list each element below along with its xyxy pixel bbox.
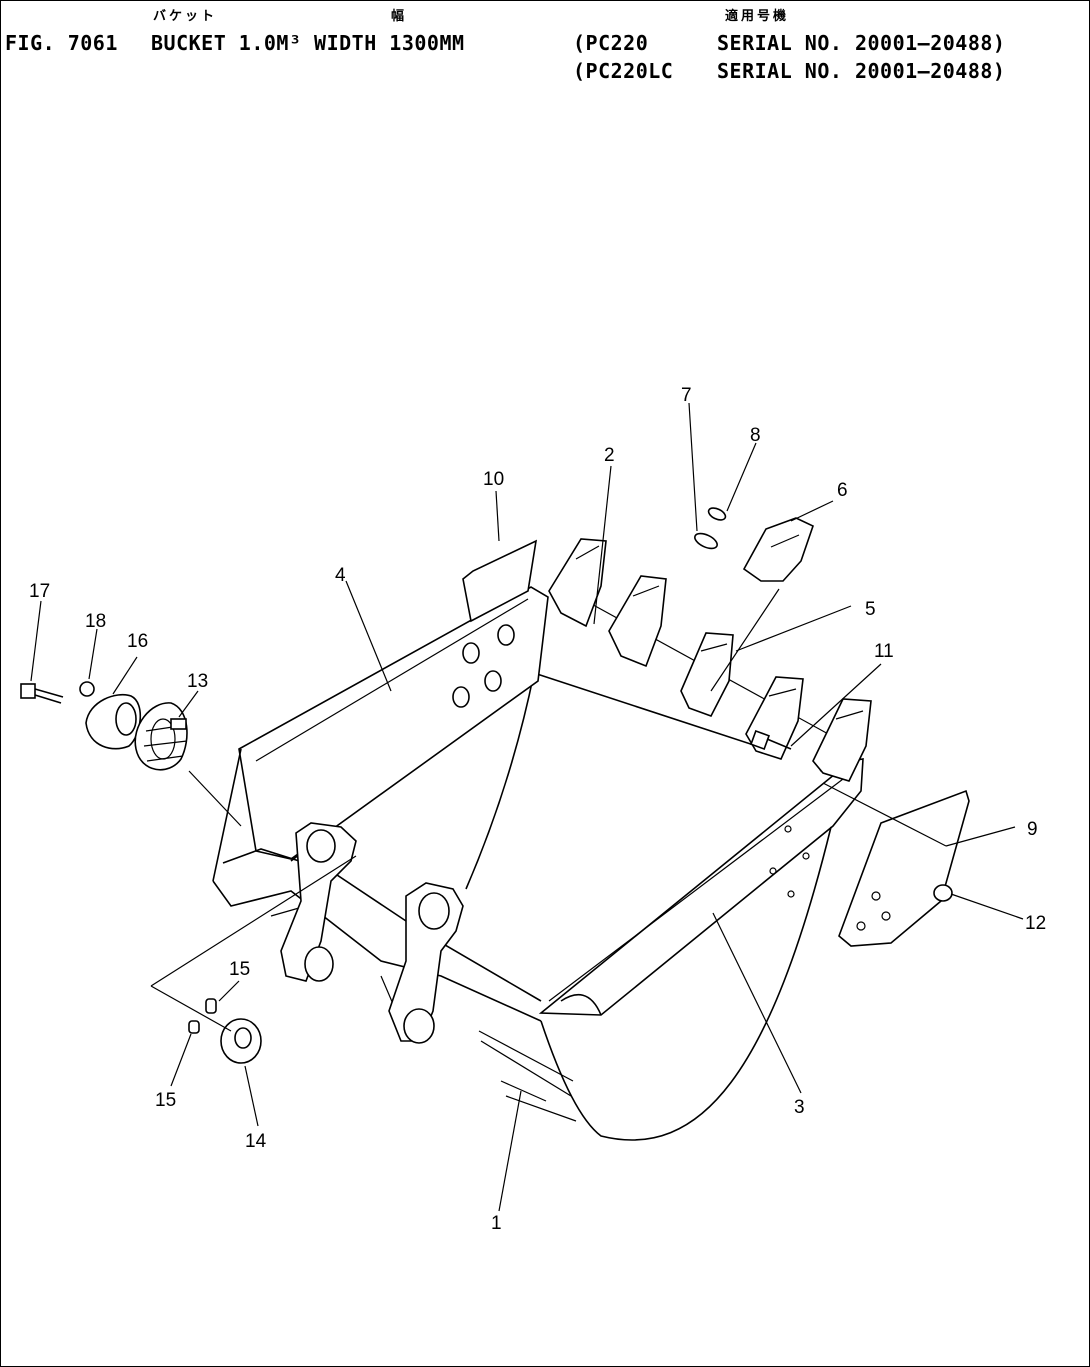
figure-title: BUCKET 1.0M³ WIDTH 1300MM xyxy=(151,31,465,55)
lock-rubber xyxy=(707,507,727,521)
callout-6: 6 xyxy=(837,480,848,501)
callout-16: 16 xyxy=(127,631,148,652)
serial-2: SERIAL NO. 20001–20488) xyxy=(717,59,1006,83)
callout-4: 4 xyxy=(335,565,346,586)
callout-12: 12 xyxy=(1025,913,1046,934)
lock-pin xyxy=(694,532,718,550)
callout-11: 11 xyxy=(874,641,894,662)
bolt-17 xyxy=(20,683,64,704)
callout-15-upper: 15 xyxy=(229,959,250,980)
nut-12 xyxy=(933,884,953,902)
callout-10: 10 xyxy=(483,469,504,490)
callout-9: 9 xyxy=(1027,819,1038,840)
shim-13 xyxy=(134,702,188,771)
teeth-row xyxy=(548,517,872,782)
callout-13: 13 xyxy=(187,671,208,692)
callout-2: 2 xyxy=(604,445,615,466)
model-2: (PC220LC xyxy=(573,59,674,83)
leader-lines xyxy=(30,402,1024,1212)
side-cutter-right xyxy=(838,789,970,947)
jp-width-label: 幅 xyxy=(391,9,408,24)
pin-15-upper xyxy=(205,998,217,1014)
jp-serial-label: 適用号機 xyxy=(725,9,790,24)
callout-18: 18 xyxy=(85,611,106,632)
callout-8: 8 xyxy=(750,425,761,446)
model-1: (PC220 xyxy=(573,31,649,55)
callout-17: 17 xyxy=(29,581,50,602)
collar-16 xyxy=(85,694,142,750)
figure-number: FIG. 7061 xyxy=(5,31,118,55)
callout-1: 1 xyxy=(491,1213,502,1234)
jp-bucket-label: バケット xyxy=(153,9,218,24)
side-cutter-left xyxy=(462,539,538,623)
washer-18 xyxy=(79,681,95,697)
callout-15-lower: 15 xyxy=(155,1090,176,1111)
callout-5: 5 xyxy=(865,599,876,620)
callout-3: 3 xyxy=(794,1097,805,1118)
bushing-14 xyxy=(220,1018,262,1064)
callout-14: 14 xyxy=(245,1131,267,1152)
bolt-11 xyxy=(750,730,792,750)
callout-7: 7 xyxy=(681,385,692,406)
pin-15-lower xyxy=(188,1020,200,1034)
callout-numbers: 1 2 3 4 5 6 7 8 9 10 11 12 13 14 15 15 1… xyxy=(29,385,1046,1234)
bucket-body xyxy=(212,586,864,1141)
serial-1: SERIAL NO. 20001–20488) xyxy=(717,31,1006,55)
